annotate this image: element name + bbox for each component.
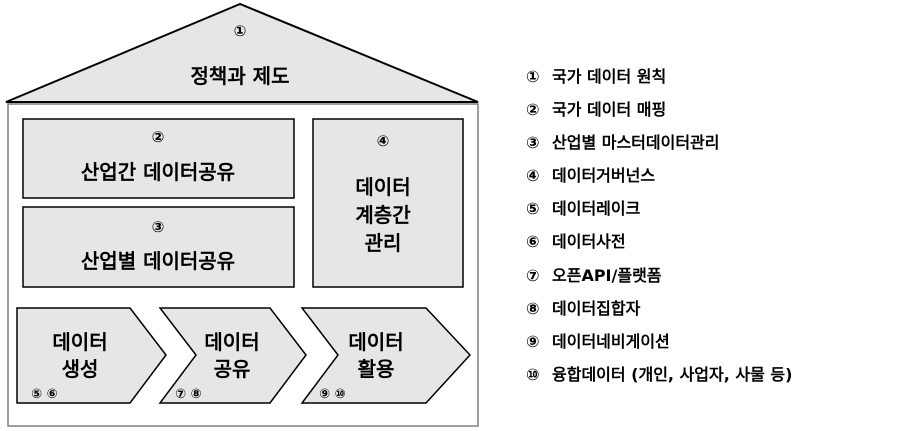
legend-item-label: 데이터레이크 xyxy=(552,199,641,219)
legend-item-number: ⑧ xyxy=(526,298,540,318)
box-sector-sharing xyxy=(22,206,295,288)
box-layer-management xyxy=(312,118,464,288)
legend-item: ① 국가 데이터 원칙 xyxy=(526,62,896,95)
legend-item-number: ④ xyxy=(526,166,540,186)
legend-item-number: ⑥ xyxy=(526,232,540,252)
legend-item-label: 데이터네비게이션 xyxy=(552,331,670,351)
legend-item: ⑦ 오픈API/플랫폼 xyxy=(526,261,896,294)
legend-item-number: ② xyxy=(526,100,540,120)
legend-item: ⑨ 데이터네비게이션 xyxy=(526,327,896,360)
arrow-data-sharing-line-1: 데이터 xyxy=(204,330,259,354)
house-diagram: ① 정책과 제도 ② 산업간 데이터공유 ③ 산업별 데이터공유 ④ 데이터 계… xyxy=(5,2,479,427)
legend-list: ① 국가 데이터 원칙 ② 국가 데이터 매핑 ③ 산업별 마스터데이터관리 ④ 데이터… xyxy=(526,62,896,393)
legend-item-label: 산업별 마스터데이터관리 xyxy=(552,133,720,153)
legend-item: ⑤ 데이터레이크 xyxy=(526,194,896,227)
arrow-data-creation-numbers: ⑤ ⑥ xyxy=(31,387,58,402)
legend-item-label: 데이터집합자 xyxy=(552,298,641,318)
legend-item-label: 오픈API/플랫폼 xyxy=(552,265,662,285)
arrow-data-utilization-numbers: ⑨ ⑩ xyxy=(319,387,346,402)
arrow-data-utilization xyxy=(300,307,472,404)
box-industry-sharing xyxy=(22,118,295,199)
legend-item: ⑥ 데이터사전 xyxy=(526,227,896,260)
legend-item: ⑩ 융합데이터 (개인, 사업자, 사물 등) xyxy=(526,360,896,393)
arrow-data-creation xyxy=(16,307,167,404)
box-layer-management-line-2: 계층간 xyxy=(355,203,411,227)
legend-item-number: ⑨ xyxy=(526,331,540,351)
legend-item-number: ⑤ xyxy=(526,199,540,219)
legend-item: ④ 데이터거버넌스 xyxy=(526,161,896,194)
box-industry-sharing-number: ② xyxy=(152,128,165,146)
legend-item: ③ 산업별 마스터데이터관리 xyxy=(526,128,896,161)
box-sector-sharing-label: 산업별 데이터공유 xyxy=(81,249,235,273)
box-layer-management-line-1: 데이터 xyxy=(355,175,410,199)
legend-item: ⑧ 데이터집합자 xyxy=(526,294,896,327)
legend-item-label: 융합데이터 (개인, 사업자, 사물 등) xyxy=(552,364,793,384)
legend-item-label: 데이터사전 xyxy=(552,232,626,252)
legend-item-label: 국가 데이터 원칙 xyxy=(552,67,667,86)
arrow-data-utilization-line-1: 데이터 xyxy=(348,330,403,354)
box-layer-management-line-3: 관리 xyxy=(365,231,402,255)
arrow-data-utilization-line-2: 활용 xyxy=(358,357,395,381)
arrow-data-sharing-line-2: 공유 xyxy=(214,357,251,381)
roof-label: 정책과 제도 xyxy=(191,64,290,88)
roof-triangle xyxy=(5,2,479,103)
legend-item: ② 국가 데이터 매핑 xyxy=(526,95,896,128)
box-layer-management-number: ④ xyxy=(377,132,390,150)
legend-item-number: ③ xyxy=(526,133,540,153)
arrow-data-sharing xyxy=(158,307,307,404)
box-sector-sharing-number: ③ xyxy=(152,218,165,236)
legend-item-number: ⑩ xyxy=(526,364,540,384)
legend-item-label: 국가 데이터 매핑 xyxy=(552,100,667,120)
arrow-data-sharing-numbers: ⑦ ⑧ xyxy=(175,387,202,402)
arrow-data-creation-line-2: 생성 xyxy=(62,357,99,381)
box-industry-sharing-label: 산업간 데이터공유 xyxy=(81,160,235,184)
arrow-data-creation-line-1: 데이터 xyxy=(52,330,107,354)
legend-item-number: ⑦ xyxy=(526,265,540,285)
roof-number: ① xyxy=(234,22,247,40)
legend-item-label: 데이터거버넌스 xyxy=(552,166,656,186)
legend-item-number: ① xyxy=(526,67,540,86)
